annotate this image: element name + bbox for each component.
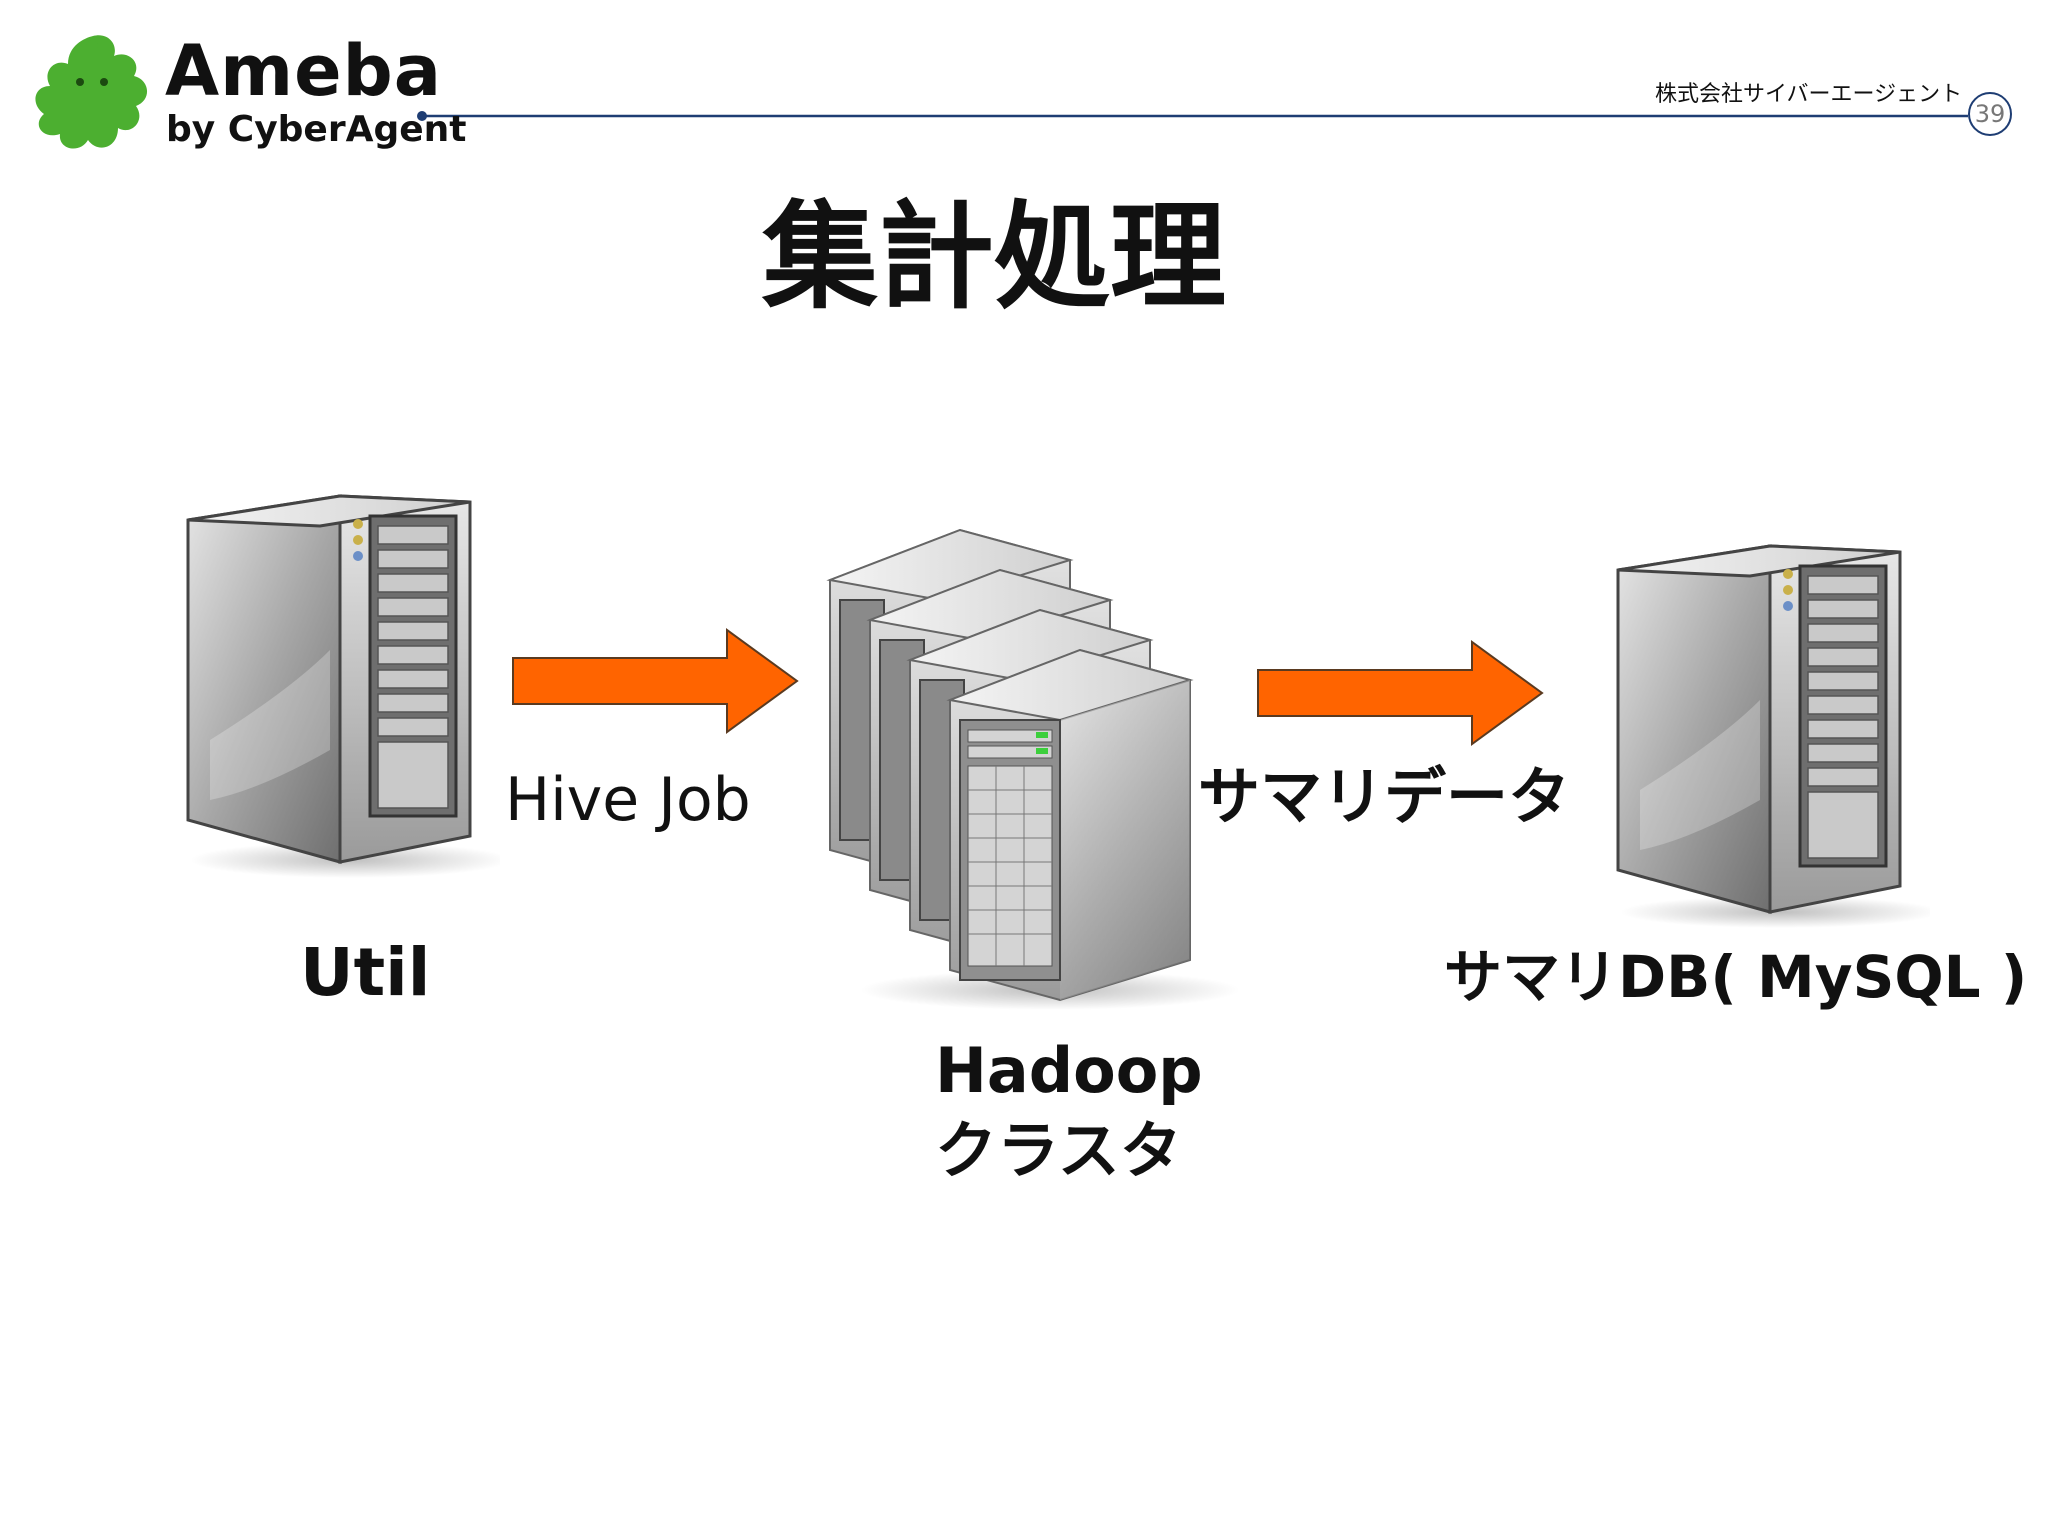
page-number: 39: [1968, 92, 2012, 136]
ameba-logo-icon: [35, 35, 148, 149]
node-label-hadoop: Hadoop: [935, 1034, 1203, 1107]
util-server-icon: [186, 494, 500, 878]
company-name: 株式会社サイバーエージェント: [1655, 82, 1963, 107]
edge-label-summary-data: サマリデータ: [1198, 760, 1571, 833]
slide-title: 集計処理: [762, 190, 1226, 325]
header-divider: [417, 111, 1968, 121]
edge-label-hive-job: Hive Job: [505, 765, 751, 835]
node-label-util: Util: [300, 934, 431, 1011]
node-label-hadoop-cluster: クラスタ: [935, 1114, 1182, 1187]
node-label-summary-db: サマリDB( MySQL ): [1444, 943, 2028, 1011]
brand-subtitle: by CyberAgent: [166, 109, 467, 150]
arrow-util-to-hadoop: [512, 628, 799, 734]
hadoop-cluster-icon: [826, 528, 1240, 1010]
brand-name: Ameba: [165, 30, 442, 112]
arrow-hadoop-to-db: [1257, 640, 1544, 746]
summary-db-server-icon: [1616, 544, 1930, 928]
